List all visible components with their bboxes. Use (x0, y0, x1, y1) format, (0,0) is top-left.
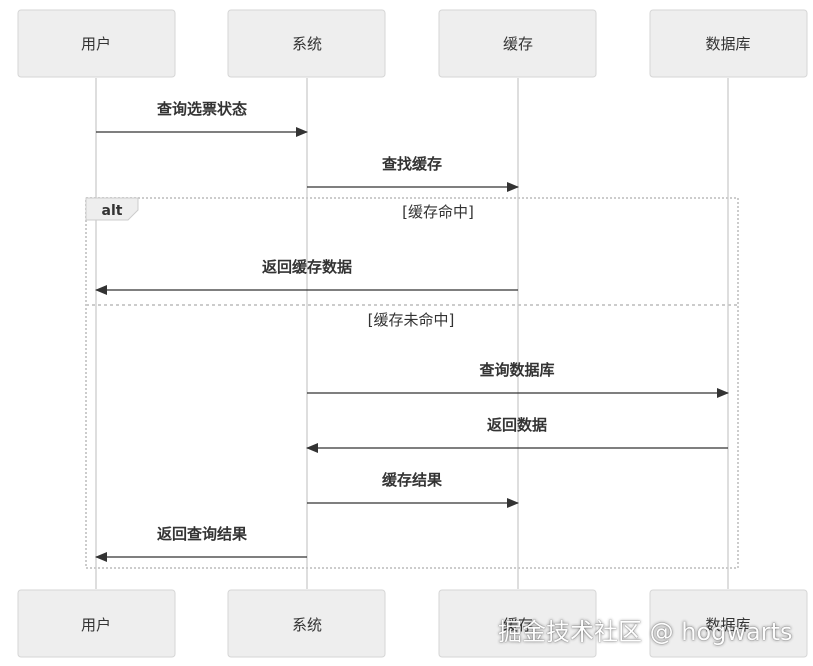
actor-label-user: 用户 (81, 35, 111, 53)
actor-label-user: 用户 (81, 616, 111, 634)
actor-box-system (227, 589, 386, 658)
messages: 查询选票状态 查找缓存 返回缓存数据 查询数据库 返回数据 缓存结果 返回查询结… (95, 100, 729, 562)
actor-box-db (649, 589, 808, 658)
message-label: 查询选票状态 (157, 100, 247, 118)
actor-box-db (649, 9, 808, 78)
actor-label-system: 系统 (292, 616, 322, 634)
actor-label-system: 系统 (292, 35, 322, 53)
message-label: 返回数据 (487, 416, 547, 434)
actor-box-cache (438, 9, 597, 78)
lifelines (95, 78, 729, 589)
message-label: 缓存结果 (382, 471, 443, 489)
message-label: 查找缓存 (382, 155, 442, 173)
actors-top: 用户 系统 缓存 数据库 (17, 9, 808, 78)
alt-frame: alt [缓存命中] [缓存未命中] (85, 197, 739, 569)
actor-label-db: 数据库 (705, 616, 750, 634)
actor-box-user (17, 589, 176, 658)
alt-frame-tag (85, 197, 139, 221)
actors-bottom: 用户 系统 缓存 数据库 (17, 589, 808, 658)
actor-box-system (227, 9, 386, 78)
actor-label-cache: 缓存 (503, 616, 533, 634)
actor-box-cache (438, 589, 597, 658)
message-label: 返回查询结果 (157, 525, 248, 543)
actor-label-cache: 缓存 (503, 35, 533, 53)
message-label: 返回缓存数据 (262, 258, 352, 276)
alt-branch-miss-label: [缓存未命中] (368, 311, 455, 329)
actor-label-db: 数据库 (705, 35, 750, 53)
alt-branch-hit-label: [缓存命中] (402, 203, 474, 221)
alt-frame-tag-label: alt (102, 203, 123, 219)
alt-frame-border (85, 197, 739, 569)
message-label: 查询数据库 (479, 361, 554, 379)
actor-box-user (17, 9, 176, 78)
